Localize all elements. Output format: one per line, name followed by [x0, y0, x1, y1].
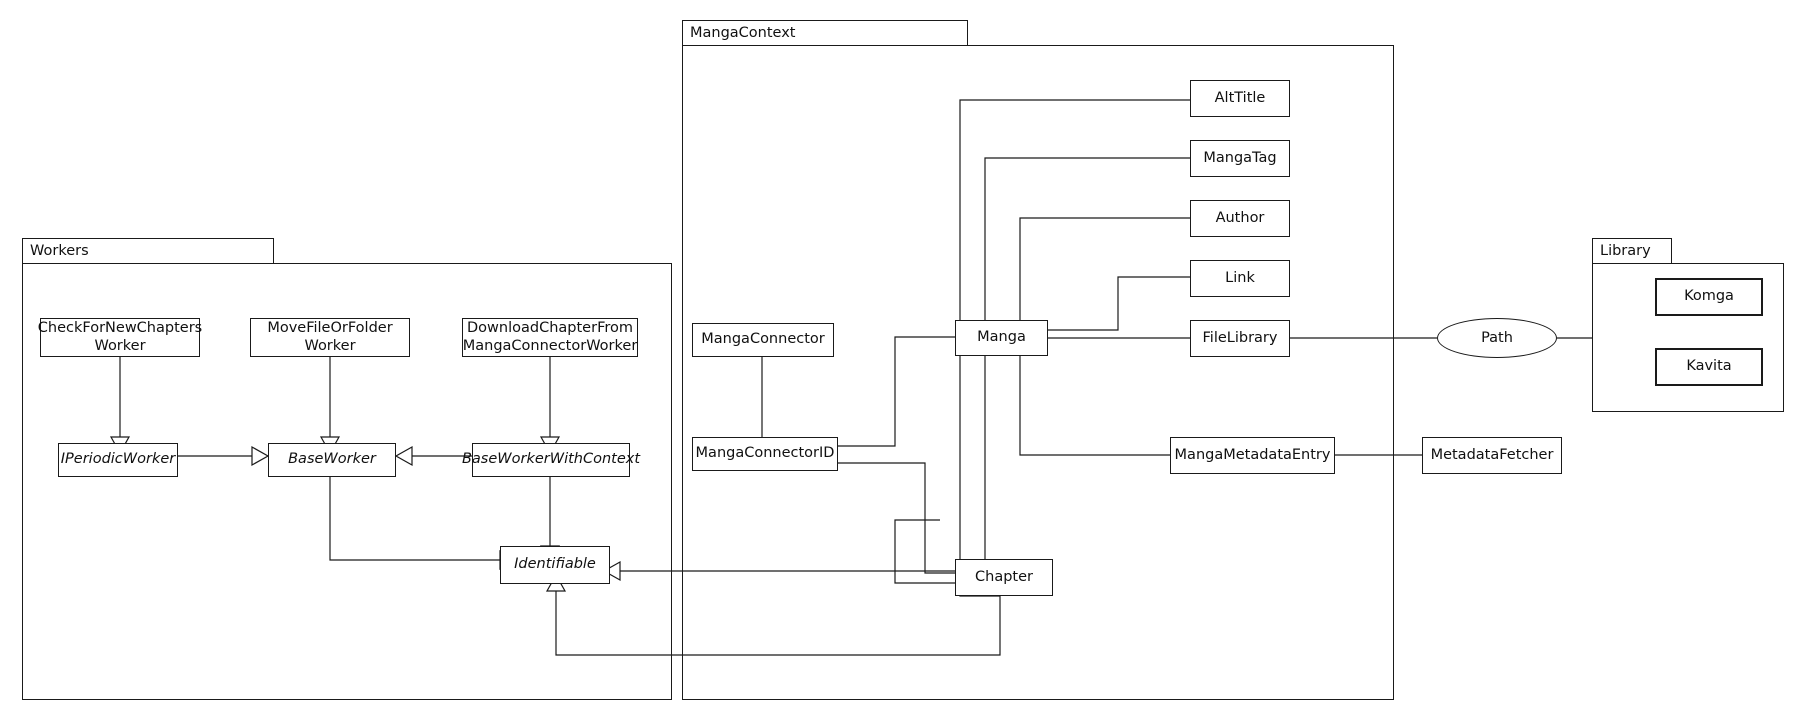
- node-path[interactable]: Path: [1437, 318, 1557, 358]
- node-label: Link: [1225, 269, 1255, 286]
- node-baseworker[interactable]: BaseWorker: [268, 443, 396, 477]
- node-identifiable[interactable]: Identifiable: [500, 546, 610, 584]
- package-mangacontext-label: MangaContext: [690, 25, 796, 41]
- node-baseworkerwithcontext[interactable]: BaseWorkerWithContext: [462, 443, 640, 477]
- node-manga[interactable]: Manga: [955, 320, 1048, 356]
- node-label: AltTitle: [1214, 89, 1266, 106]
- node-label: BaseWorkerWithContext: [461, 451, 641, 468]
- package-mangacontext: MangaContext: [682, 20, 1394, 700]
- node-chapter[interactable]: Chapter: [955, 559, 1053, 596]
- node-iperiodicworker[interactable]: IPeriodicWorker: [58, 443, 178, 477]
- node-link[interactable]: Link: [1190, 260, 1290, 297]
- node-move-file-or-folder-worker[interactable]: MoveFileOrFolder Worker: [250, 318, 410, 357]
- node-alttitle[interactable]: AltTitle: [1190, 80, 1290, 117]
- node-label: Manga: [977, 329, 1026, 346]
- node-label: MetadataFetcher: [1430, 446, 1554, 463]
- node-mangaconnectorid[interactable]: MangaConnectorID: [692, 437, 838, 471]
- node-label: MoveFileOrFolder Worker: [267, 320, 393, 354]
- node-label: Path: [1481, 330, 1513, 346]
- node-label: FileLibrary: [1202, 329, 1278, 346]
- node-mangatag[interactable]: MangaTag: [1190, 140, 1290, 177]
- node-label: BaseWorker: [288, 451, 376, 468]
- node-filelibrary[interactable]: FileLibrary: [1190, 320, 1290, 357]
- node-label: MangaTag: [1203, 149, 1277, 166]
- node-label: Author: [1215, 209, 1265, 226]
- node-label: MangaConnector: [701, 331, 825, 348]
- node-label: CheckForNewChapters Worker: [37, 320, 203, 354]
- node-mangametadataentry[interactable]: MangaMetadataEntry: [1170, 437, 1335, 474]
- node-mangaconnector[interactable]: MangaConnector: [692, 323, 834, 357]
- node-label: Chapter: [975, 568, 1033, 585]
- node-label: Identifiable: [514, 556, 596, 573]
- node-download-chapter-from-manga-connector-worker[interactable]: DownloadChapterFrom MangaConnectorWorker: [462, 318, 638, 357]
- node-author[interactable]: Author: [1190, 200, 1290, 237]
- package-library-body: [1592, 263, 1784, 412]
- node-kavita[interactable]: Kavita: [1655, 348, 1763, 386]
- node-komga[interactable]: Komga: [1655, 278, 1763, 316]
- package-library-title-tab: Library: [1592, 238, 1672, 264]
- node-check-for-new-chapters-worker[interactable]: CheckForNewChapters Worker: [38, 318, 202, 357]
- node-label: MangaConnectorID: [695, 445, 835, 462]
- node-label: Kavita: [1686, 358, 1732, 375]
- node-label: Komga: [1684, 288, 1734, 305]
- package-mangacontext-title-tab: MangaContext: [682, 20, 968, 46]
- package-workers-body: [22, 263, 672, 700]
- package-library: Library: [1592, 238, 1784, 412]
- node-label: DownloadChapterFrom MangaConnectorWorker: [462, 320, 638, 354]
- node-label: MangaMetadataEntry: [1174, 446, 1331, 463]
- package-mangacontext-body: [682, 45, 1394, 700]
- package-workers-label: Workers: [30, 243, 89, 259]
- package-workers-title-tab: Workers: [22, 238, 274, 264]
- package-workers: Workers: [22, 238, 672, 700]
- node-label: IPeriodicWorker: [60, 451, 176, 468]
- package-library-label: Library: [1600, 243, 1651, 259]
- node-metadatafetcher[interactable]: MetadataFetcher: [1422, 437, 1562, 474]
